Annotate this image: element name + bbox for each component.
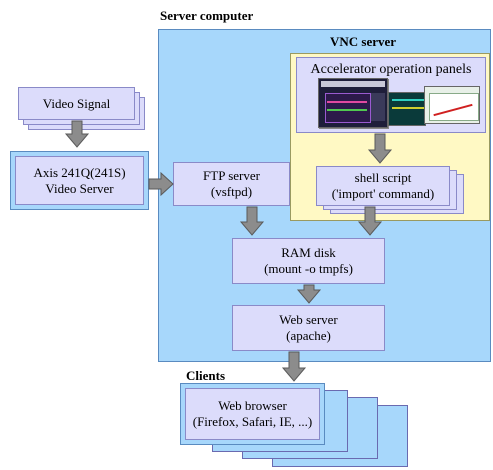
web-server-box: Web server (apache) <box>232 305 385 351</box>
panel-screenshot-2 <box>388 92 426 126</box>
browser-label-1: Web browser <box>218 398 287 413</box>
shell-script-box: shell script ('import' command) <box>316 166 450 206</box>
ram-disk-box: RAM disk (mount -o tmpfs) <box>232 238 385 284</box>
shell-script-label-1: shell script <box>354 170 412 185</box>
arrow-panels-to-shell <box>367 133 393 164</box>
web-label-2: (apache) <box>286 328 331 343</box>
panel-screenshot-3 <box>424 86 480 124</box>
ram-label-1: RAM disk <box>281 245 336 260</box>
axis-video-server-box: Axis 241Q(241S) Video Server <box>15 156 144 205</box>
arrow-shell-to-ram <box>357 206 383 236</box>
axis-label-1: Axis 241Q(241S) <box>33 164 126 180</box>
ftp-label-1: FTP server <box>203 168 260 183</box>
arrow-video-to-axis <box>64 120 90 148</box>
ram-label-2: (mount -o tmpfs) <box>264 261 353 276</box>
axis-label-2: Video Server <box>45 180 114 196</box>
ftp-server-box: FTP server (vsftpd) <box>173 162 290 206</box>
panel-screenshot-1 <box>318 78 388 128</box>
web-browser-box: Web browser (Firefox, Safari, IE, ...) <box>185 388 320 440</box>
arrow-ftp-to-ram <box>239 206 265 236</box>
arrow-axis-to-ftp <box>148 171 174 197</box>
server-computer-title: Server computer <box>160 8 254 23</box>
video-signal-box: Video Signal <box>18 87 135 120</box>
ftp-label-2: (vsftpd) <box>210 184 253 199</box>
accelerator-panels-label: Accelerator operation panels <box>310 62 472 77</box>
browser-label-2: (Firefox, Safari, IE, ...) <box>192 414 313 429</box>
arrow-ram-to-web <box>296 284 322 304</box>
shell-script-label-2: ('import' command) <box>331 186 435 201</box>
video-signal-label: Video Signal <box>42 95 111 111</box>
vnc-server-title: VNC server <box>330 34 397 49</box>
arrow-web-to-clients <box>281 351 307 382</box>
web-label-1: Web server <box>279 312 338 327</box>
clients-title: Clients <box>186 368 225 383</box>
